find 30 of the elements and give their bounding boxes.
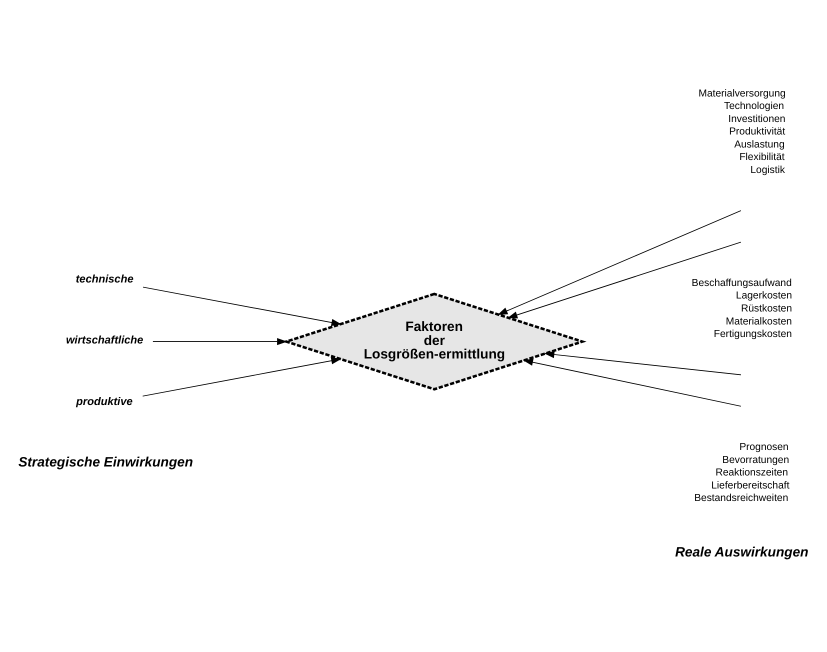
label: Investitionen [728,113,786,124]
label: Auslastung [734,138,785,150]
label: Bevorratungen [722,454,790,466]
label: Technologien [724,100,784,112]
arrow [142,356,342,396]
arrow [544,350,742,375]
label: Lieferbereitschaft [711,480,790,491]
node-text: produktive [76,395,133,408]
arrow [142,286,342,326]
arrow [497,210,742,318]
node-text: wirtschaftliche [66,334,144,346]
arrow [507,241,742,318]
label: Lagerkosten [736,290,792,302]
label: Produktivität [729,126,786,138]
arrow [522,358,742,406]
label: Beschaffungsaufwand [692,277,792,288]
label: Materialversorgung [698,88,786,99]
arrow [152,338,288,345]
label: Logistik [750,164,785,176]
label: Materialkosten [726,316,792,327]
label: Bestandsreichweiten [694,492,788,504]
label: Reale Auswirkungen [675,544,808,560]
label: Fertigungskosten [714,328,792,340]
label: Rüstkosten [741,302,792,314]
label: Flexibilität [739,152,785,163]
label: Prognosen [739,442,789,453]
node-text: technische [76,272,134,285]
node-diamond: Faktoren der Losgrößen-ermittlung [282,292,587,390]
label: Reaktionszeiten [716,467,788,478]
label: Strategische Einwirkungen [18,454,194,469]
